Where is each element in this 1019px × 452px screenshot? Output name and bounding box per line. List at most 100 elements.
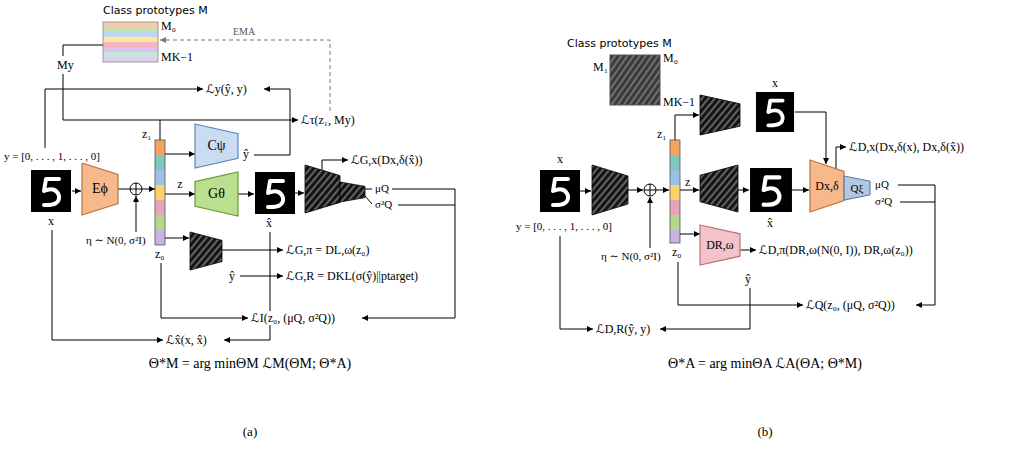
output-label: ŷ [242,147,250,161]
signal-wire [254,89,290,155]
latent-vector [155,230,165,245]
signal-wire [63,74,298,120]
signal-wire [222,250,283,251]
signal-wire [792,190,809,191]
signal-wire [560,236,593,329]
output-label: ŷ [228,269,236,283]
signal-wire [72,191,81,192]
connector-arrow [165,154,195,155]
latent-label: z [684,175,691,189]
block-outline [844,176,870,200]
encoder-block: Eϕ [82,163,118,215]
signal-wire [45,45,455,340]
digit-image [540,170,580,212]
sum-symbol [130,183,142,195]
latent-vector [155,215,165,230]
signal-wire [580,191,591,192]
block-outline [195,172,238,216]
loss-term: ℒD,R(ŷ, y) [595,322,651,336]
block-label: Qξ [851,182,864,194]
panel-label: (b) [756,424,773,439]
label-vector: y = [0, . . . , 1, . . . , 0] [3,150,101,163]
latent-vector [670,155,680,170]
sum-symbol [130,183,142,195]
latent-vector [155,140,165,155]
signal-wire [678,262,803,305]
output-label: μQ [874,178,890,191]
signal-wire [161,263,248,318]
signal-wire [52,230,163,340]
block-outline [82,163,118,215]
frozen-network [700,95,740,135]
signal-wire [362,189,455,318]
loss-term: ℒG,x(Dx,δ(x̂)) [350,153,424,167]
signal-wire [795,112,826,164]
signal-wire [160,120,161,140]
frozen-network [700,165,738,212]
signal-wire [165,238,189,239]
prototype-table [103,42,158,47]
frozen-network [190,232,222,270]
block-tag: MK−1 [663,95,695,109]
image-label: x̂ [766,216,774,230]
discriminator-block: Dx,δ [810,160,844,212]
block-heading: Class prototypes M [103,4,208,18]
sum-symbol [644,184,656,196]
signal-wire [628,190,643,191]
frozen-network [305,165,340,213]
digit-image [756,92,794,132]
block-tag: z₀ [155,247,165,261]
output-label: σ²Q [874,195,893,208]
prototype-table [103,27,158,32]
signal-wire [398,205,455,206]
latent-vector [155,155,165,170]
loss-term: ℒD,π(DR,ω(N(0, I)), DR,ω(z₀)) [758,243,914,257]
latent-vector [670,170,680,185]
loss-term: ℒI(z₀, (μQ, σ²Q)) [250,311,336,325]
latent-vector [670,230,680,243]
prototype-table [103,47,158,52]
latent-discriminator: DR,ω [700,225,740,265]
block-label: Cψ [207,138,225,154]
signal-wire [240,276,283,277]
signal-wire [650,197,651,248]
prototype-table [103,52,158,57]
latent-vector [670,185,680,200]
ema-update [160,40,330,111]
noise-label: η ∼ N(0, σ²I) [85,234,147,247]
block-outline [195,124,238,168]
signal-wire [365,189,372,190]
prototype-table [103,32,158,37]
block-label: Gθ [208,186,225,202]
image-label: x [556,152,564,166]
image-label: x [771,76,779,90]
prototype-table [103,22,158,62]
panel-label: (a) [242,424,258,439]
latent-vector [155,170,165,185]
block-tag: M₀ [663,51,678,65]
latent-vector [155,200,165,215]
block-outline [810,160,844,212]
signal-wire [322,160,348,170]
latent-vector: z₁z₀ [670,140,680,243]
loss-term: ℒQ(z₀, (μQ, σ²Q)) [805,298,896,312]
loss-term: ℒG,R = DKL(σ(ŷ)||ptarget) [285,269,419,283]
block-tag: M₁ [593,60,608,74]
frozen-network [190,95,740,270]
loss-term: ℒx̂(x, x̂) [165,333,208,347]
generator-block: Gθ [195,172,238,216]
block-label: Dx,δ [815,179,838,194]
loss-term: ℒD,x(Dx,δ(x), Dx,δ(x̂)) [848,140,965,154]
block-label: DR,ω [706,238,734,253]
prototype-square: Class prototypes MM₀M₁MK−1 [610,55,660,105]
signal-wire [740,250,756,251]
signal-wire [238,194,254,195]
latent-vector [155,185,165,200]
digit-image [750,168,792,212]
frozen-network [592,165,628,215]
output-label: σ²Q [374,198,393,211]
block-tag: z₀ [672,245,682,259]
